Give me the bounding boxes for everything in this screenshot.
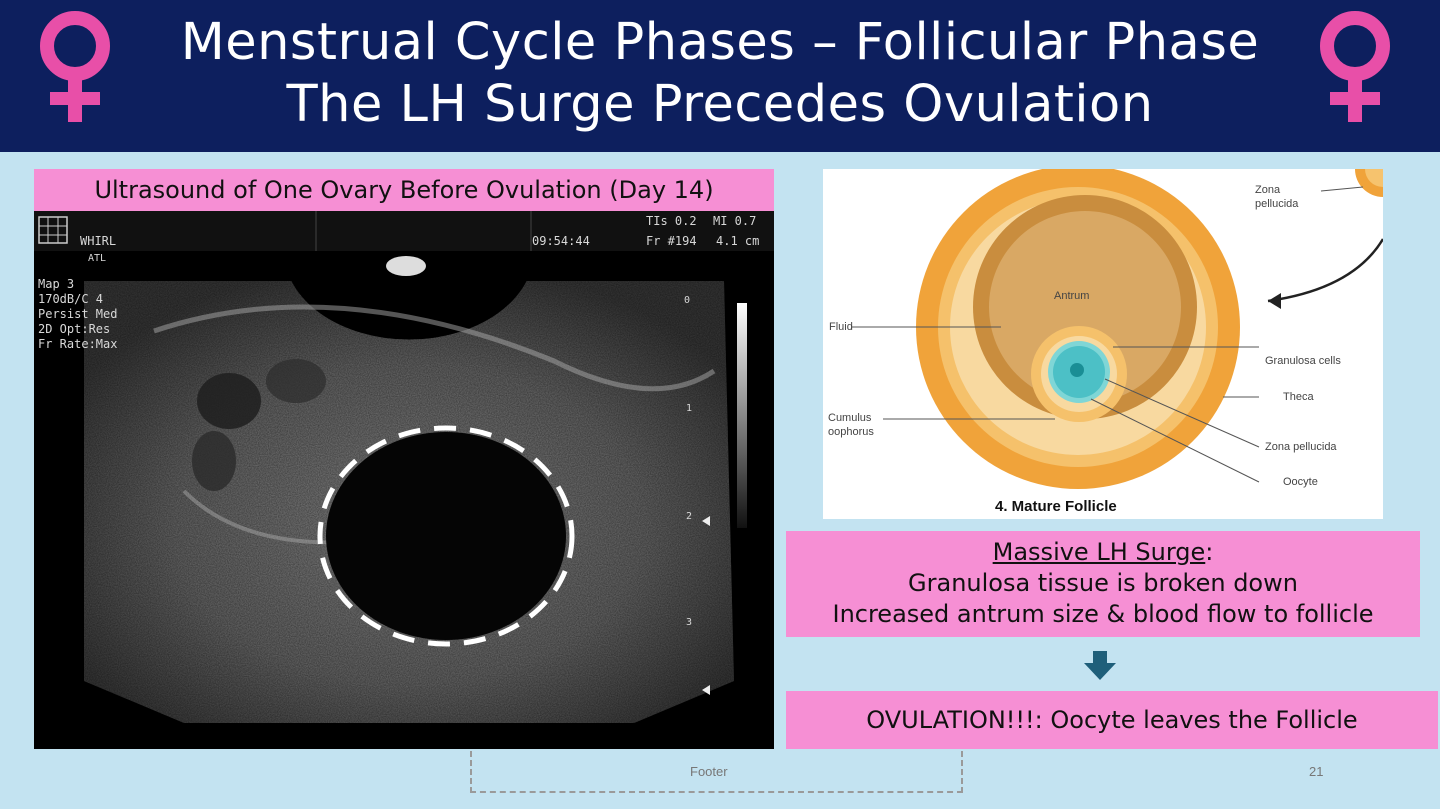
follicle-illustration bbox=[851, 169, 1383, 489]
lh-surge-line-1: Granulosa tissue is broken down bbox=[908, 569, 1298, 597]
label-zona-pellucida-top: Zona pellucida bbox=[1255, 184, 1299, 210]
diagram-title: 4. Mature Follicle bbox=[995, 498, 1117, 515]
label-fluid: Fluid bbox=[829, 321, 853, 333]
title-line-1: Menstrual Cycle Phases – Follicular Phas… bbox=[180, 13, 1260, 72]
slide-title: Menstrual Cycle Phases – Follicular Phas… bbox=[140, 12, 1300, 136]
us-scale-tick: 1 bbox=[686, 403, 693, 414]
lh-surge-heading: Massive LH Surge bbox=[992, 538, 1206, 566]
us-mi: MI 0.7 bbox=[713, 214, 757, 228]
page-number: 21 bbox=[1309, 764, 1324, 779]
label-theca: Theca bbox=[1283, 391, 1314, 403]
venus-symbol-icon bbox=[40, 11, 110, 122]
us-setting: Fr Rate:Max bbox=[38, 337, 118, 351]
us-mode: WHIRL bbox=[80, 234, 117, 248]
label-antrum: Antrum bbox=[1054, 290, 1090, 302]
us-scale-tick: 2 bbox=[686, 511, 693, 522]
mature-follicle-diagram: Zona pellucida Antrum Fluid Granulosa ce… bbox=[823, 169, 1383, 519]
label-granulosa-cells: Granulosa cells bbox=[1265, 355, 1341, 367]
lh-surge-line-2: Increased antrum size & blood flow to fo… bbox=[832, 600, 1374, 628]
us-time: 09:54:44 bbox=[532, 234, 590, 248]
slide-header: Menstrual Cycle Phases – Follicular Phas… bbox=[0, 0, 1440, 152]
us-probe: ATL bbox=[88, 253, 107, 264]
footer-placeholder bbox=[470, 751, 963, 793]
label-oocyte: Oocyte bbox=[1283, 476, 1318, 488]
us-setting: 170dB/C 4 bbox=[38, 292, 104, 306]
us-scale-tick: 3 bbox=[686, 617, 693, 628]
us-setting: Map 3 bbox=[38, 277, 75, 291]
label-cumulus-oophorus: Cumulus oophorus bbox=[828, 412, 874, 438]
ovulation-box: OVULATION!!!: Oocyte leaves the Follicle bbox=[786, 691, 1438, 749]
us-scale-tick: 0 bbox=[684, 295, 691, 306]
us-settings: Map 3 170dB/C 4 Persist Med 2D Opt:Res F… bbox=[38, 277, 117, 352]
title-line-2: The LH Surge Precedes Ovulation bbox=[286, 75, 1154, 134]
us-depth: 4.1 cm bbox=[716, 234, 760, 248]
lh-surge-heading-colon: : bbox=[1205, 538, 1214, 566]
us-frame: Fr #194 bbox=[646, 234, 697, 248]
us-setting: Persist Med bbox=[38, 307, 118, 321]
ultrasound-image: WHIRL ATL 09:54:44 TIs 0.2 MI 0.7 Fr #19… bbox=[34, 211, 774, 749]
lh-surge-box: Massive LH Surge: Granulosa tissue is br… bbox=[786, 531, 1420, 637]
arrow-down-icon bbox=[1084, 651, 1116, 680]
ultrasound-caption: Ultrasound of One Ovary Before Ovulation… bbox=[34, 169, 774, 211]
ultrasound-scan bbox=[34, 211, 774, 723]
venus-symbol-icon bbox=[1320, 11, 1390, 122]
us-tis: TIs 0.2 bbox=[646, 214, 697, 228]
lh-surge-heading-line: Massive LH Surge: bbox=[786, 537, 1420, 568]
us-setting: 2D Opt:Res bbox=[38, 322, 111, 336]
footer-text: Footer bbox=[690, 764, 728, 779]
label-zona-pellucida: Zona pellucida bbox=[1265, 441, 1337, 453]
